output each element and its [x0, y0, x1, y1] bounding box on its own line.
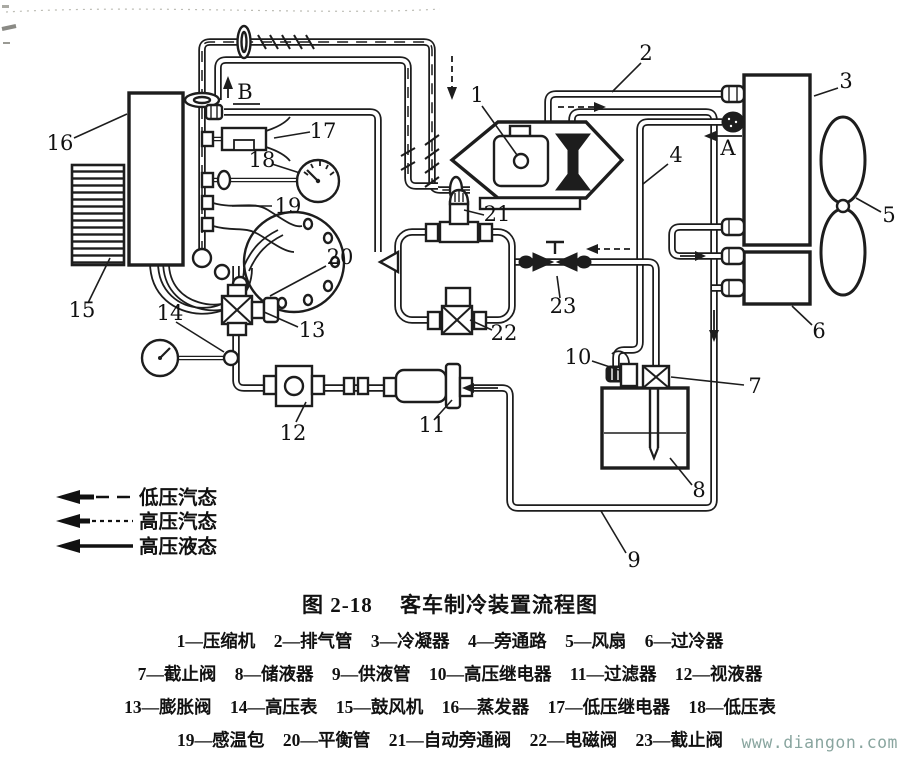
watermark: www.diangon.com [741, 733, 898, 752]
part-item: 22—电磁阀 [529, 730, 618, 750]
sensing-bulb-capillaries [200, 194, 303, 253]
callout-16: 16 [47, 131, 74, 155]
callout-18: 18 [249, 148, 276, 172]
part-item: 9—供液管 [331, 664, 411, 684]
parts-row: 1—压缩机 2—排气管 3—冷凝器 4—旁通路 5—风扇 6—过冷器 [0, 625, 900, 658]
legend-label-high-pressure-liquid: 高压液态 [139, 535, 218, 558]
legend-row-high-pressure-liquid: 高压液态 [56, 535, 218, 558]
low-pressure-relay [200, 116, 291, 162]
evaporator [127, 91, 185, 267]
callout-11: 11 [419, 413, 446, 437]
part-item: 7—截止阀 [137, 664, 217, 684]
part-item: 10—高压继电器 [429, 664, 552, 684]
dip-tube [648, 388, 660, 461]
parts-row: 7—截止阀 8—储液器 9—供液管 10—高压继电器 11—过滤器 12—视液器 [0, 658, 900, 691]
figure-title: 客车制冷装置流程图 [400, 593, 599, 617]
pipe-flanges [183, 24, 464, 293]
callout-8: 8 [692, 478, 705, 502]
subcooler [742, 250, 812, 306]
part-item: 14—高压表 [229, 697, 318, 717]
legend-label-high-pressure-gas: 高压汽态 [139, 510, 218, 533]
callout-labels: 1 2 3 4 5 6 7 8 9 10 11 12 13 14 15 16 1… [47, 41, 896, 572]
fan [819, 115, 867, 297]
part-item: 15—鼓风机 [335, 697, 424, 717]
callout-12: 12 [280, 421, 307, 445]
part-item: 12—视液器 [674, 664, 763, 684]
condenser [742, 73, 812, 247]
refrigeration-flow-diagram: 1 2 3 4 5 6 7 8 9 10 11 12 13 14 15 16 1… [1, 5, 896, 572]
balance-pipe [242, 210, 346, 314]
part-item: 2—排气管 [273, 631, 353, 651]
part-item: 11—过滤器 [569, 664, 657, 684]
parts-row: 13—膨胀阀 14—高压表 15—鼓风机 16—蒸发器 17—低压继电器 18—低压表 [0, 691, 900, 724]
callout-9: 9 [627, 548, 640, 572]
part-item: 18—低压表 [688, 697, 776, 717]
part-item: 4—旁通路 [467, 631, 547, 651]
callout-1: 1 [470, 83, 483, 107]
parts-row: 19—感温包 20—平衡管 21—自动旁通阀 22—电磁阀 23—截止阀 [0, 724, 900, 757]
callout-3: 3 [839, 69, 852, 93]
part-item: 1—压缩机 [176, 631, 256, 651]
parts-list: 1—压缩机 2—排气管 3—冷凝器 4—旁通路 5—风扇 6—过冷器 7—截止阀 8—储液器 9… [0, 625, 900, 757]
part-item: 23—截止阀 [635, 730, 724, 750]
scan-noise [1, 5, 441, 44]
stop-valve-7 [641, 364, 671, 390]
part-item: 17—低压继电器 [547, 697, 671, 717]
blower [70, 163, 126, 267]
sight-glass [262, 364, 370, 408]
filter [382, 362, 474, 410]
high-pressure-gauge [140, 338, 240, 378]
callout-14: 14 [157, 301, 184, 325]
b-port-fitting [204, 103, 224, 121]
part-item: 20—平衡管 [282, 730, 371, 750]
callout-20: 20 [327, 245, 354, 269]
part-item: 5—风扇 [565, 631, 627, 651]
callout-22: 22 [491, 321, 518, 345]
high-pressure-relay [611, 350, 639, 388]
low-pressure-gauge [200, 158, 341, 204]
part-item: 16—蒸发器 [441, 697, 530, 717]
legend: 低压汽态 高压汽态 高压液态 [56, 486, 218, 558]
legend-label-low-pressure-gas: 低压汽态 [138, 486, 218, 509]
solenoid-valve [426, 286, 488, 336]
pipe-hatching [257, 34, 440, 188]
callout-4: 4 [669, 143, 682, 167]
legend-row-high-pressure-gas: 高压汽态 [56, 510, 218, 533]
part-item: 13—膨胀阀 [124, 697, 212, 717]
stop-valve-23 [518, 240, 592, 272]
callout-15: 15 [69, 298, 96, 322]
part-item: 3—冷凝器 [370, 631, 450, 651]
figure-number: 图 2-18 [301, 593, 373, 617]
expansion-valve [220, 283, 280, 337]
callout-5: 5 [882, 203, 895, 227]
part-item: 19—感温包 [177, 730, 265, 750]
callout-2: 2 [639, 41, 652, 65]
callout-21: 21 [484, 202, 511, 226]
auto-bypass-valve [424, 188, 494, 244]
callout-13: 13 [299, 318, 326, 342]
part-item: 21—自动旁通阀 [388, 730, 512, 750]
callout-10: 10 [565, 345, 592, 369]
part-item: 6—过冷器 [644, 631, 724, 651]
figure-caption: 图 2-18 客车制冷装置流程图 [0, 589, 900, 619]
callout-17: 17 [310, 119, 337, 143]
legend-row-low-pressure-gas: 低压汽态 [56, 486, 218, 509]
callout-7: 7 [748, 374, 761, 398]
callout-19: 19 [275, 194, 302, 218]
flow-arrows [223, 56, 742, 393]
callout-A: A [719, 136, 736, 160]
pipe-fittings [720, 84, 746, 298]
leader-lines [73, 62, 882, 554]
compressor [449, 120, 625, 211]
callout-6: 6 [812, 319, 825, 343]
callout-23: 23 [550, 294, 577, 318]
part-item: 8—储液器 [234, 664, 314, 684]
callout-B: B [237, 80, 252, 104]
